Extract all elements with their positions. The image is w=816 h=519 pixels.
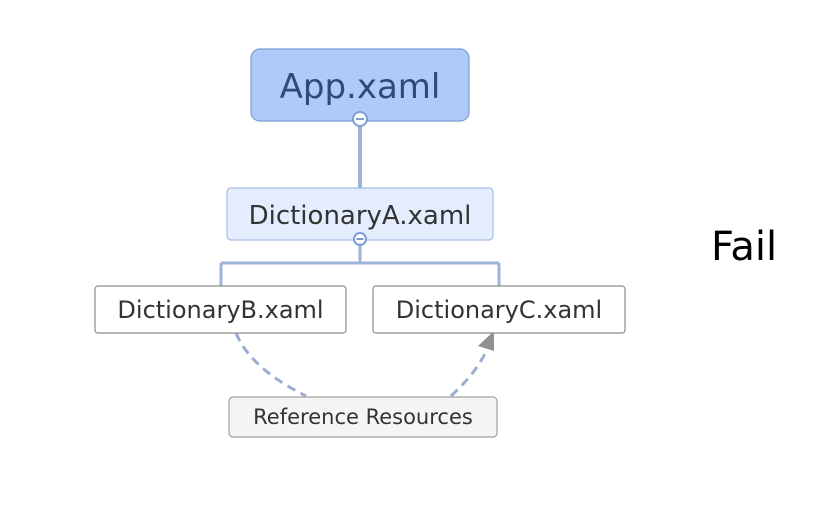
node-reference-resources[interactable]: Reference Resources — [228, 396, 498, 438]
node-app-xaml-label: App.xaml — [280, 67, 441, 107]
node-app-xaml[interactable]: App.xaml — [250, 48, 470, 122]
dashed-connector-reference-to-dictionary-c — [449, 341, 492, 398]
arrowhead-icon — [478, 331, 494, 351]
node-reference-resources-label: Reference Resources — [253, 405, 473, 429]
result-label: Fail — [711, 224, 777, 270]
dashed-connector-dictionary-b-to-reference — [234, 332, 307, 398]
node-dictionary-c-label: DictionaryC.xaml — [396, 296, 602, 324]
node-dictionary-b-label: DictionaryB.xaml — [117, 296, 323, 324]
collapse-toggle-dictionary-a[interactable] — [353, 232, 367, 246]
node-dictionary-b[interactable]: DictionaryB.xaml — [94, 285, 347, 334]
node-dictionary-a-label: DictionaryA.xaml — [249, 201, 472, 231]
collapse-toggle-app-xaml[interactable] — [352, 111, 368, 127]
node-dictionary-c[interactable]: DictionaryC.xaml — [372, 285, 626, 334]
node-dictionary-a[interactable]: DictionaryA.xaml — [226, 187, 494, 241]
